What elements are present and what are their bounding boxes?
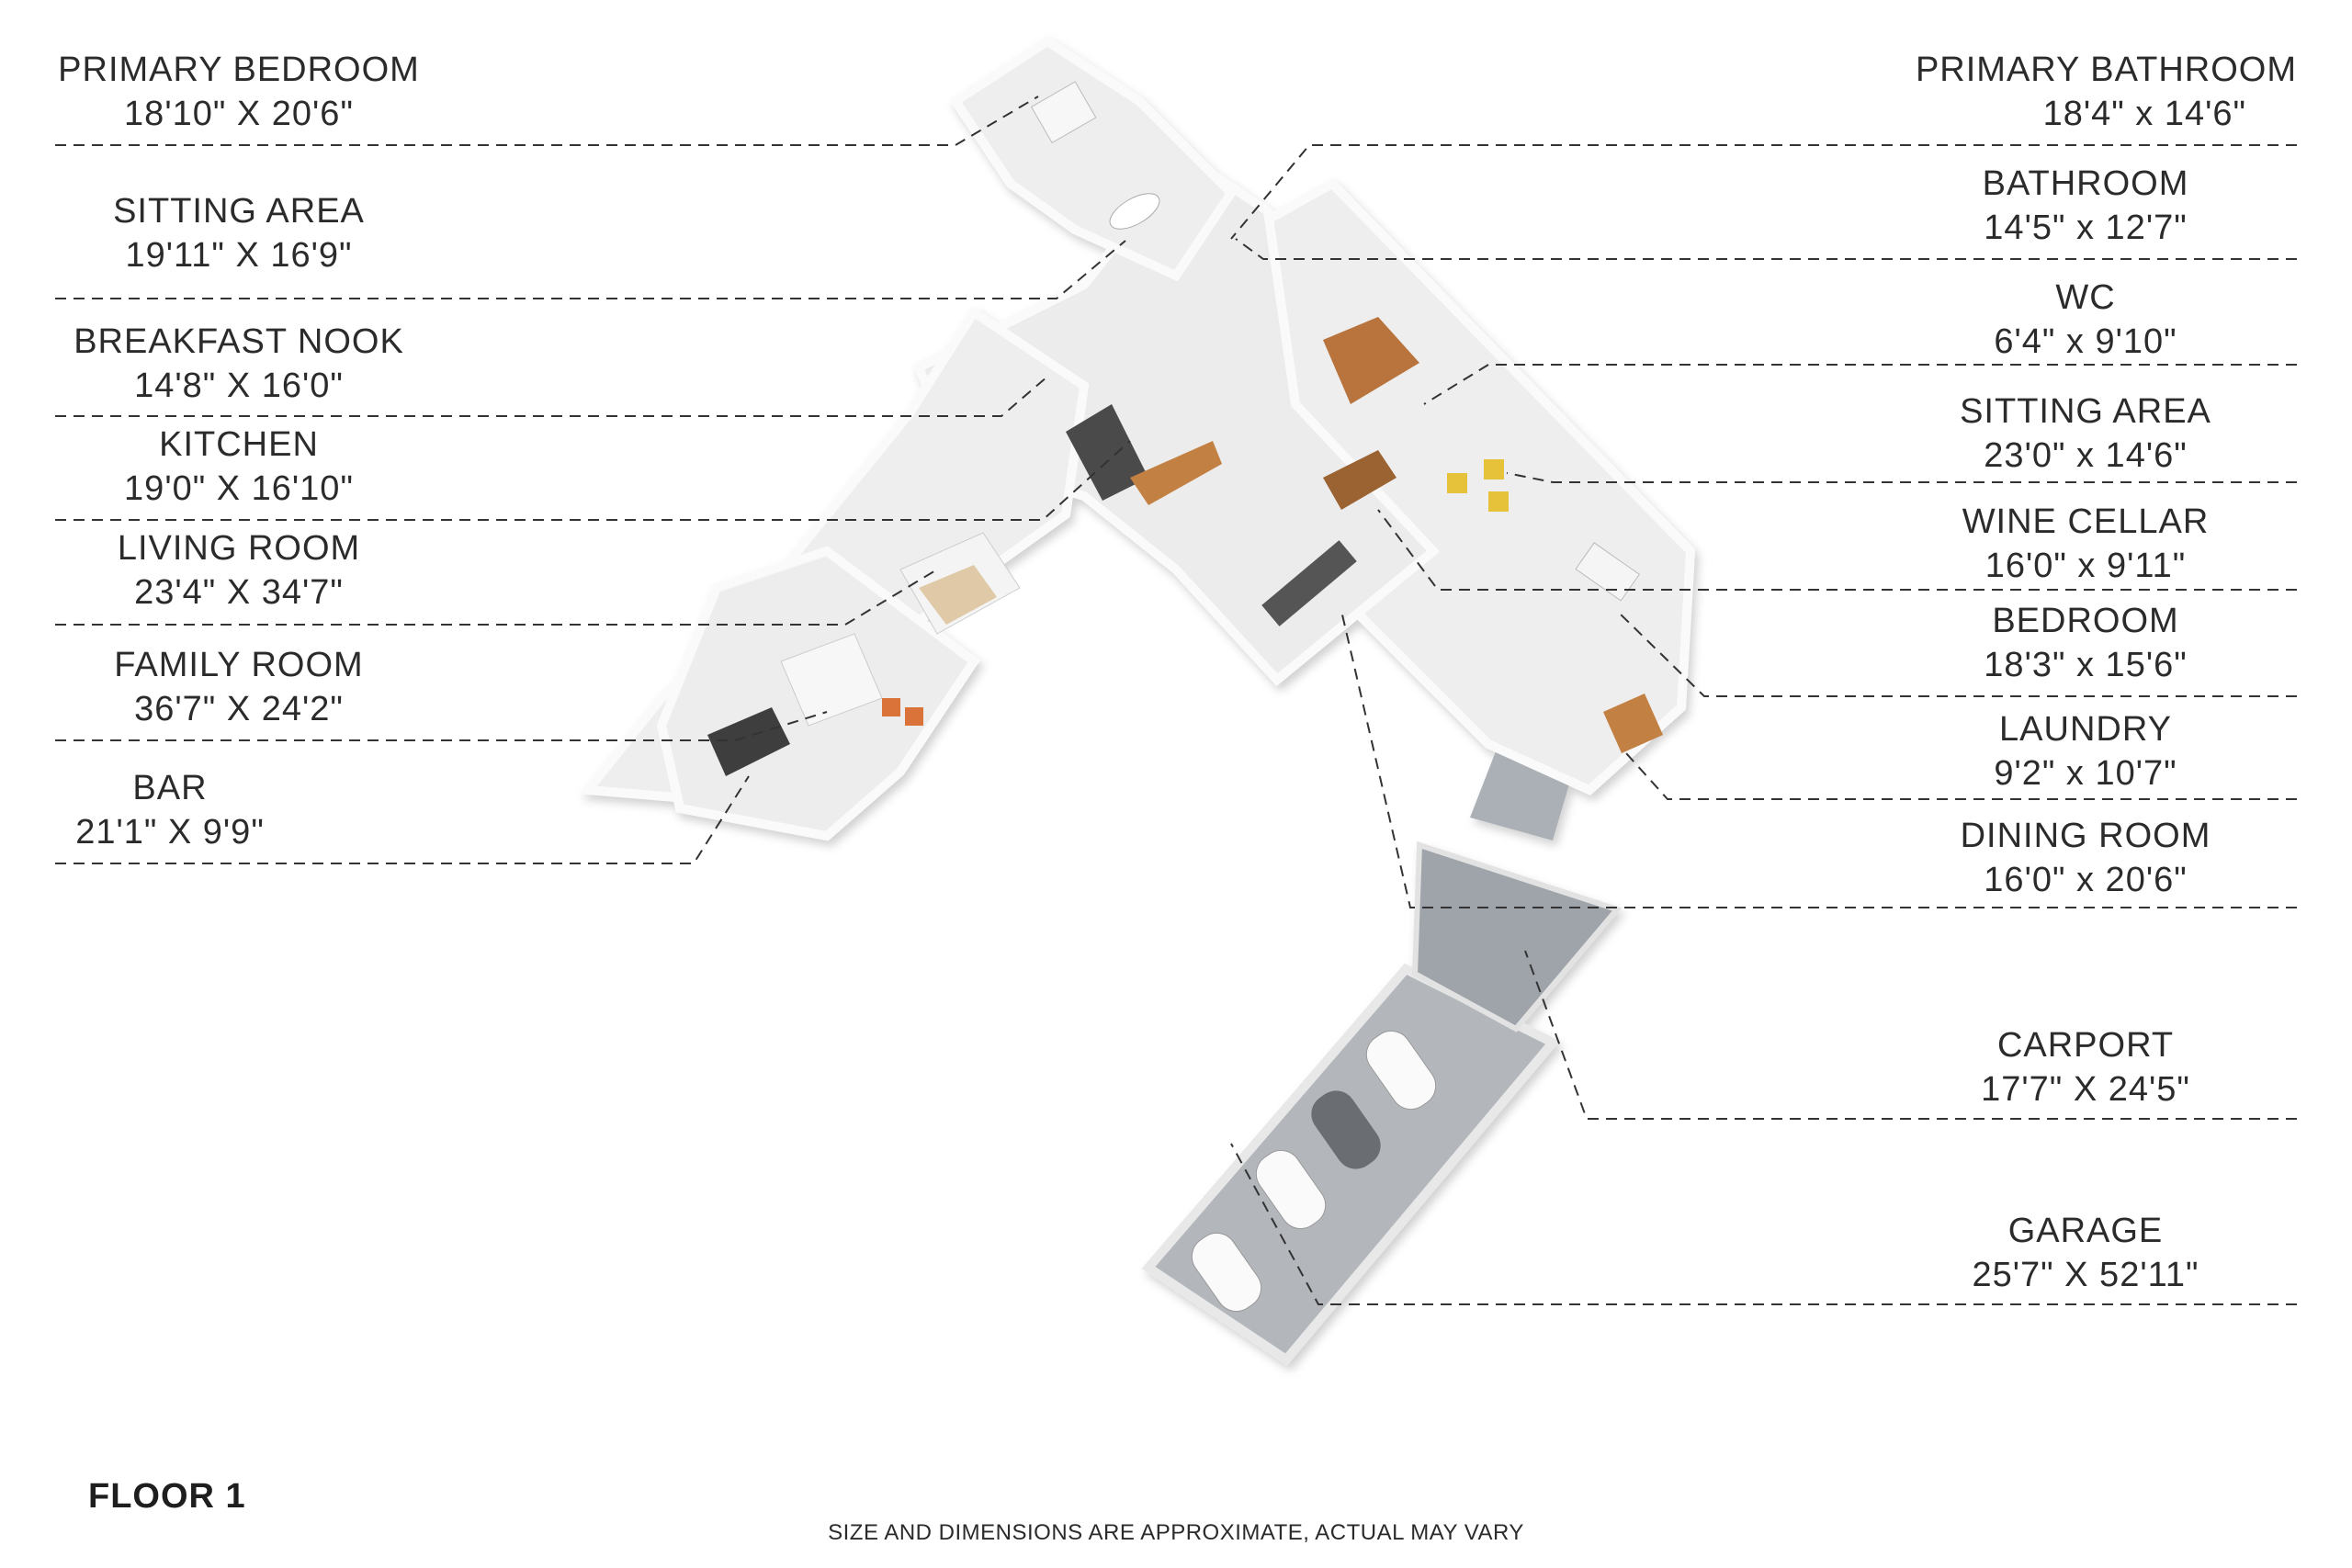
room-name: SITTING AREA <box>1960 392 2211 431</box>
leader-bathroom <box>1235 238 2297 260</box>
staircase <box>1323 317 1419 404</box>
leader-garage <box>1230 1143 2297 1305</box>
bedroom-bed <box>1575 542 1641 602</box>
label-wc: WC 6'4" x 9'10" <box>1893 276 2278 364</box>
disclaimer-note: SIZE AND DIMENSIONS ARE APPROXIMATE, ACT… <box>828 1520 1524 1545</box>
primary-bed <box>1030 81 1097 144</box>
room-name: SITTING AREA <box>113 192 365 231</box>
floor-title: FLOOR 1 <box>88 1477 246 1516</box>
room-dimensions: 18'4" x 14'6" <box>2042 95 2246 133</box>
leader-primary-bathroom <box>1230 144 2297 240</box>
leader-family-room <box>55 711 828 741</box>
label-dining-room: DINING ROOM 16'0" x 20'6" <box>1893 814 2278 902</box>
family-chair <box>882 698 900 716</box>
label-primary-bedroom: PRIMARY BEDROOM 18'10" X 20'6" <box>46 48 432 136</box>
label-sitting-area-right: SITTING AREA 23'0" x 14'6" <box>1893 389 2278 478</box>
room-dimensions: 6'4" x 9'10" <box>1994 322 2177 361</box>
leader-sitting-area-left <box>55 240 1126 299</box>
label-bedroom: BEDROOM 18'3" x 15'6" <box>1893 599 2278 687</box>
room-dimensions: 21'1" X 9'9" <box>75 813 265 852</box>
room-name: LIVING ROOM <box>117 529 361 568</box>
room-dimensions: 9'2" x 10'7" <box>1994 754 2177 793</box>
leader-sitting-area-right <box>1506 472 2297 483</box>
room-dimensions: 19'0" X 16'10" <box>124 469 354 508</box>
carport-floor <box>1411 840 1623 1032</box>
room-details <box>707 81 1663 1313</box>
room-dimensions: 23'4" X 34'7" <box>134 573 344 612</box>
room-name: GARAGE <box>2007 1212 2164 1250</box>
dining-table <box>1261 540 1357 626</box>
room-name: CARPORT <box>1996 1026 2175 1065</box>
label-primary-bathroom: PRIMARY BATHROOM 18'4" x 14'6" <box>1874 48 2297 136</box>
leader-living-room <box>55 569 938 626</box>
label-laundry: LAUNDRY 9'2" x 10'7" <box>1893 707 2278 795</box>
room-dimensions: 19'11" X 16'9" <box>125 236 353 275</box>
leader-bar <box>55 775 750 864</box>
label-wine-cellar: WINE CELLAR 16'0" x 9'11" <box>1893 500 2278 588</box>
label-family-room: FAMILY ROOM 36'7" X 24'2" <box>46 643 432 731</box>
room-dimensions: 17'7" X 24'5" <box>1981 1070 2190 1109</box>
leader-primary-bedroom <box>55 96 1039 146</box>
kitchen-island <box>1066 404 1148 501</box>
label-breakfast-nook: BREAKFAST NOOK 14'8" X 16'0" <box>46 320 432 408</box>
label-bathroom: BATHROOM 14'5" x 12'7" <box>1893 162 2278 250</box>
wine-cellar-shelves <box>1323 450 1396 510</box>
room-dimensions: 14'5" x 12'7" <box>1984 209 2188 247</box>
room-name: DINING ROOM <box>1960 817 2211 855</box>
room-name: KITCHEN <box>159 425 319 464</box>
label-carport: CARPORT 17'7" X 24'5" <box>1893 1023 2278 1111</box>
label-sitting-area-left: SITTING AREA 19'11" X 16'9" <box>46 189 432 277</box>
living-rug <box>919 565 997 625</box>
label-living-room: LIVING ROOM 23'4" X 34'7" <box>46 526 432 615</box>
room-dimensions: 36'7" X 24'2" <box>134 690 344 728</box>
room-name: BAR <box>132 769 208 807</box>
room-name: WC <box>2055 278 2116 317</box>
room-name: FAMILY ROOM <box>114 646 364 684</box>
room-dimensions: 23'0" x 14'6" <box>1984 436 2188 475</box>
room-name: PRIMARY BATHROOM <box>1915 51 2297 89</box>
sitting-chair <box>1484 459 1504 479</box>
leader-bedroom <box>1616 610 2297 697</box>
leader-laundry <box>1625 752 2297 800</box>
room-name: PRIMARY BEDROOM <box>58 51 420 89</box>
leader-wine-cellar <box>1377 509 2297 591</box>
laundry-counter <box>1603 694 1663 753</box>
leader-kitchen <box>55 440 1131 521</box>
car <box>1191 1232 1262 1313</box>
room-dimensions: 16'0" x 20'6" <box>1984 861 2188 899</box>
room-dimensions: 18'10" X 20'6" <box>124 95 354 133</box>
bar-counter <box>707 707 790 776</box>
car <box>1255 1149 1327 1230</box>
room-name: BREAKFAST NOOK <box>74 322 404 361</box>
label-garage: GARAGE 25'7" X 52'11" <box>1893 1209 2278 1297</box>
leader-lines <box>55 96 2297 1305</box>
sitting-chair <box>1488 491 1509 512</box>
room-name: BATHROOM <box>1982 164 2189 203</box>
kitchen-counter <box>1130 441 1222 505</box>
leader-breakfast-nook <box>55 376 1048 417</box>
family-chair <box>905 707 923 726</box>
leader-carport <box>1524 950 2297 1120</box>
primary-suite-floor <box>949 36 1238 282</box>
leader-wc <box>1423 364 2297 405</box>
building-footprint <box>579 36 1696 1366</box>
car <box>1311 1090 1381 1169</box>
leader-dining-room <box>1340 610 2297 908</box>
car <box>1365 1030 1437 1111</box>
room-dimensions: 14'8" X 16'0" <box>134 367 344 405</box>
room-name: BEDROOM <box>1992 602 2179 640</box>
room-dimensions: 25'7" X 52'11" <box>1972 1256 2199 1294</box>
room-dimensions: 18'3" x 15'6" <box>1984 646 2188 684</box>
room-dimensions: 16'0" x 9'11" <box>1984 547 2187 585</box>
room-name: WINE CELLAR <box>1962 502 2210 541</box>
bathtub <box>1109 193 1160 230</box>
sitting-chair <box>1447 473 1467 493</box>
room-name: LAUNDRY <box>1999 710 2172 749</box>
label-kitchen: KITCHEN 19'0" X 16'10" <box>46 423 432 511</box>
label-bar: BAR 21'1" X 9'9" <box>46 766 294 854</box>
